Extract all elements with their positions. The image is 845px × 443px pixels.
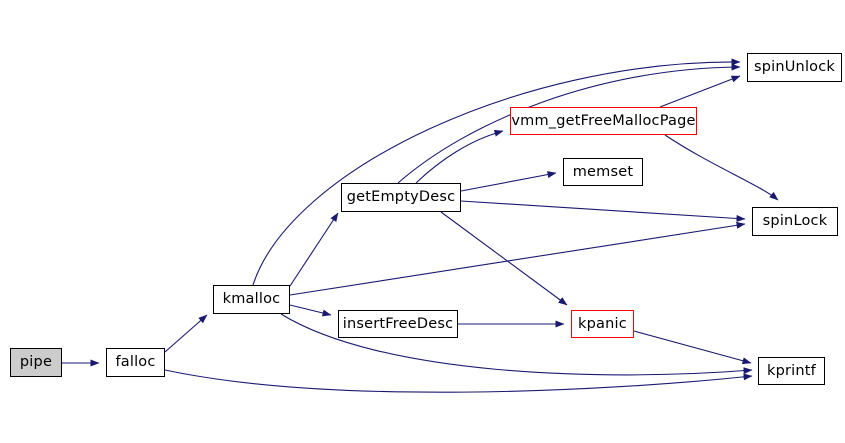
- node-insertFreeDesc[interactable]: insertFreeDesc: [338, 310, 458, 338]
- edge-paths: [62, 58, 779, 393]
- node-label-memset: memset: [572, 163, 634, 180]
- edge-kmalloc-to-kprintf: [280, 313, 753, 376]
- node-label-spinLock: spinLock: [762, 213, 828, 230]
- node-falloc[interactable]: falloc: [106, 348, 165, 377]
- edge-vmm_getFreeMallocPage-to-spinUnlock: [659, 75, 741, 108]
- edge-vmm_getFreeMallocPage-to-spinLock: [664, 134, 779, 201]
- node-getEmptyDesc[interactable]: getEmptyDesc: [341, 183, 461, 212]
- edge-falloc-to-kprintf: [164, 369, 753, 393]
- edge-kmalloc-to-spinLock: [289, 221, 746, 296]
- node-label-insertFreeDesc: insertFreeDesc: [342, 315, 454, 332]
- node-label-spinUnlock: spinUnlock: [753, 59, 836, 76]
- node-label-kprintf: kprintf: [767, 362, 816, 379]
- edge-getEmptyDesc-to-spinUnlock: [397, 63, 741, 184]
- node-label-kmalloc: kmalloc: [222, 291, 281, 308]
- node-label-falloc: falloc: [115, 354, 156, 371]
- edge-getEmptyDesc-to-memset: [460, 171, 557, 192]
- node-kpanic[interactable]: kpanic: [571, 310, 634, 338]
- node-kmalloc[interactable]: kmalloc: [213, 285, 290, 314]
- edge-kpanic-to-kprintf: [633, 330, 752, 365]
- edge-getEmptyDesc-to-kpanic: [440, 211, 568, 306]
- node-label-vmm_getFreeMallocPage: vmm_getFreeMallocPage: [511, 112, 696, 129]
- node-pipe[interactable]: pipe: [10, 348, 62, 377]
- edge-kmalloc-to-insertFreeDesc: [289, 304, 332, 317]
- node-label-pipe: pipe: [19, 354, 53, 371]
- edge-kmalloc-to-spinUnlock: [252, 58, 741, 286]
- edge-getEmptyDesc-to-spinLock: [460, 200, 746, 222]
- node-label-kpanic: kpanic: [578, 315, 627, 332]
- node-spinLock[interactable]: spinLock: [752, 207, 838, 236]
- edge-falloc-to-kmalloc: [164, 314, 208, 353]
- node-label-getEmptyDesc: getEmptyDesc: [346, 189, 456, 206]
- edge-kmalloc-to-getEmptyDesc: [289, 212, 339, 287]
- edge-getEmptyDesc-to-vmm_getFreeMallocPage: [415, 129, 504, 184]
- node-spinUnlock[interactable]: spinUnlock: [747, 53, 842, 82]
- node-kprintf[interactable]: kprintf: [758, 357, 825, 385]
- node-memset[interactable]: memset: [563, 158, 643, 186]
- node-vmm_getFreeMallocPage[interactable]: vmm_getFreeMallocPage: [510, 107, 697, 135]
